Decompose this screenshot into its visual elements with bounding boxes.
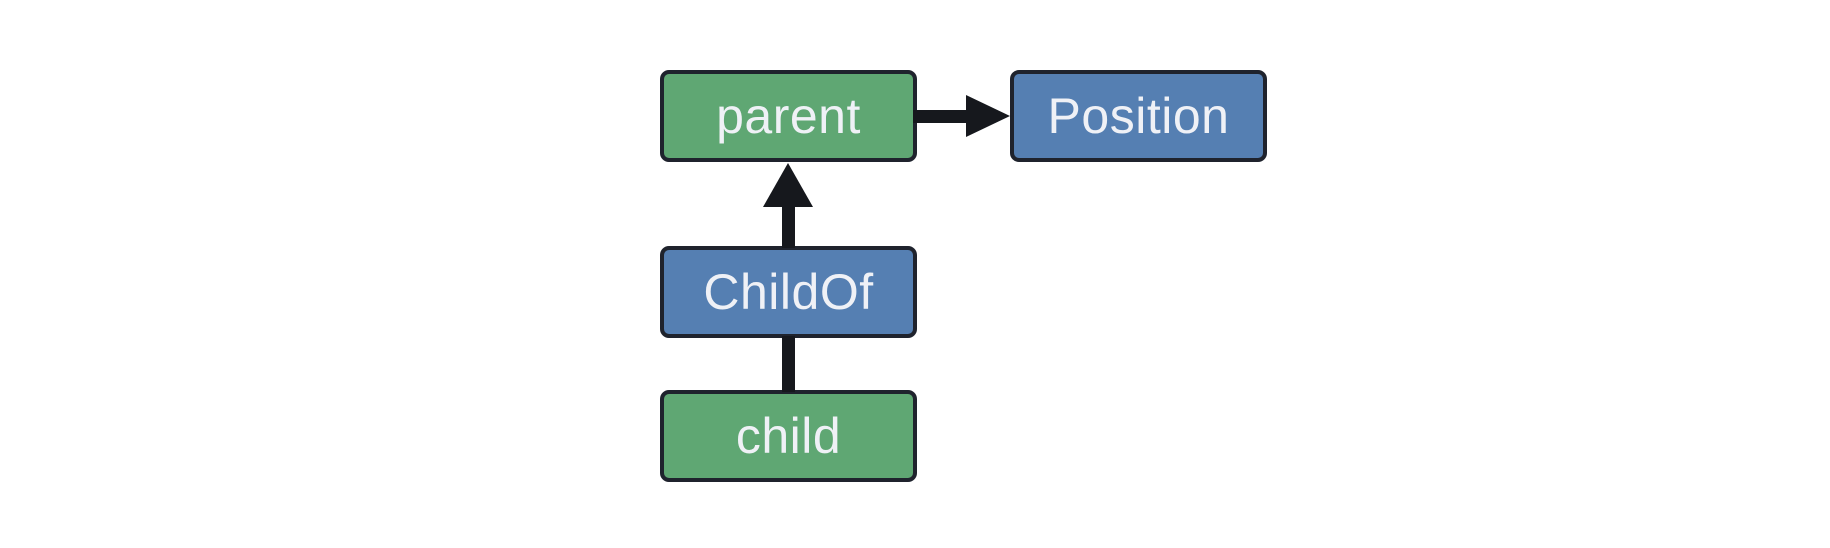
arrowhead-up-icon — [763, 163, 813, 207]
node-parent-label: parent — [716, 88, 861, 144]
node-parent: parent — [660, 70, 917, 162]
node-child-label: child — [735, 408, 842, 464]
node-child: child — [660, 390, 917, 482]
node-childof: ChildOf — [660, 246, 917, 338]
node-position-label: Position — [1047, 88, 1230, 144]
edge-childof-to-parent-line — [782, 204, 795, 248]
edge-parent-to-position-line — [913, 110, 970, 123]
node-position: Position — [1010, 70, 1267, 162]
arrowhead-right-icon — [966, 95, 1010, 137]
node-childof-label: ChildOf — [703, 264, 874, 320]
edge-child-to-childof-line — [782, 336, 795, 392]
